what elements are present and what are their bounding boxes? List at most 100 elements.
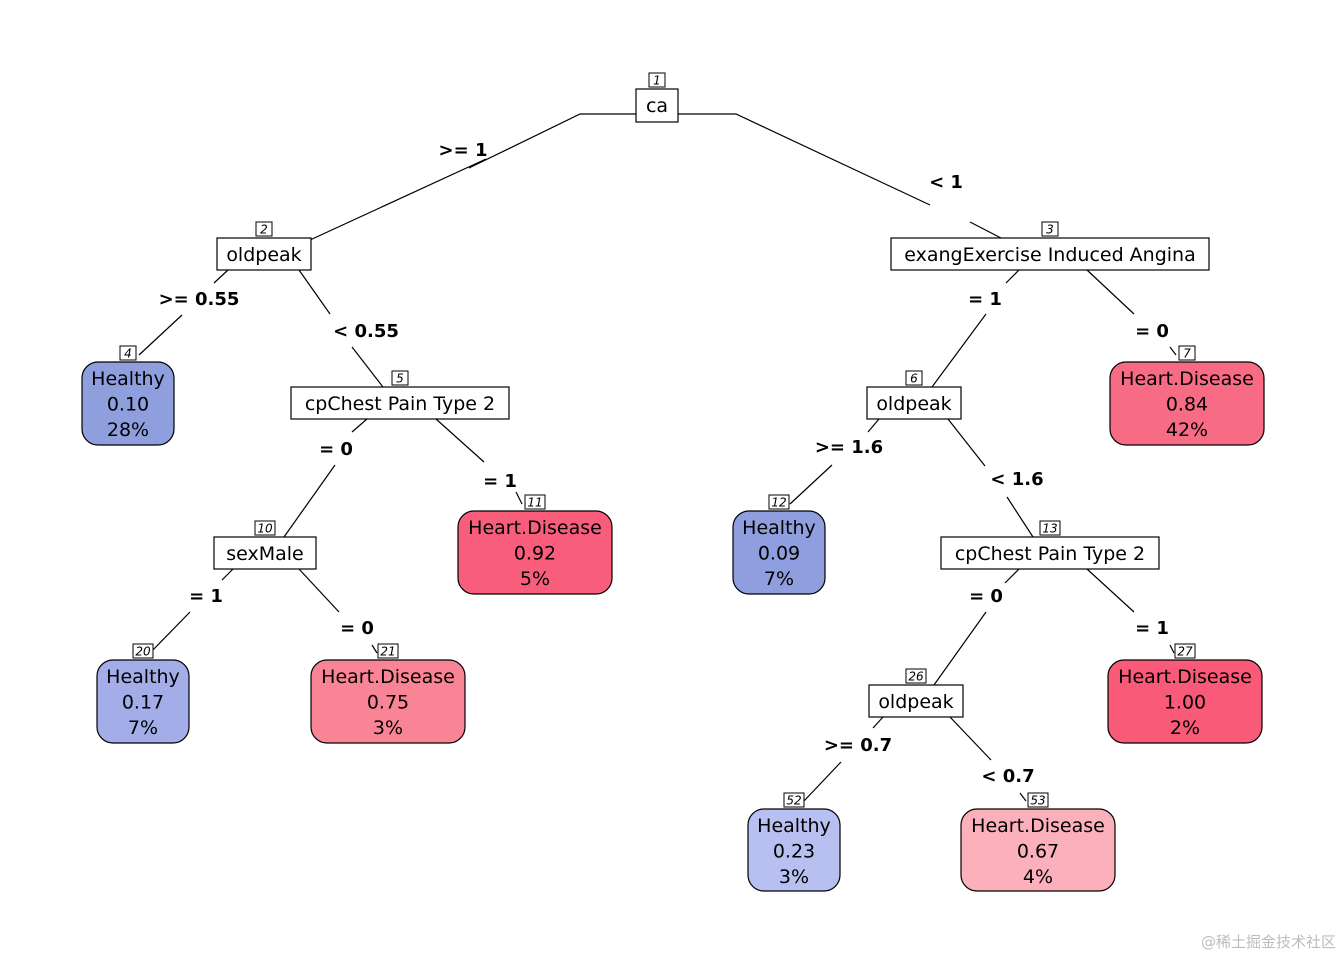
edge-6-12-lower xyxy=(789,464,833,505)
edge-26-53 xyxy=(949,716,992,761)
edge-10-20-lower xyxy=(149,611,191,654)
node-id-box xyxy=(648,72,666,88)
leaf-class-label: Healthy xyxy=(757,815,831,837)
node-id-label: 12 xyxy=(771,496,786,510)
split-node-1: ca1 xyxy=(635,72,679,123)
split-node-26: oldpeak 26 xyxy=(868,668,964,718)
node-id-label: 52 xyxy=(786,794,801,808)
split-label: cpChest Pain Type 2 xyxy=(955,543,1145,565)
node-id-box xyxy=(391,370,409,386)
leaf-class-label: Heart.Disease xyxy=(1118,666,1252,688)
leaf-box xyxy=(732,510,826,595)
node-id-box xyxy=(905,668,927,684)
edge-label-26-52: >= 0.7 xyxy=(824,735,892,756)
edge-label-2-5: < 0.55 xyxy=(333,321,399,342)
leaf-class-label: Healthy xyxy=(91,368,165,390)
leaf-percentage: 28% xyxy=(107,419,149,441)
edge-3-6-lower xyxy=(931,313,987,388)
edge-1-3 xyxy=(678,113,931,206)
edge-label-13-27: = 1 xyxy=(1135,618,1169,639)
node-id-label: 3 xyxy=(1046,223,1054,237)
node-id-box xyxy=(1174,643,1196,659)
edge-2-4-lower xyxy=(138,314,183,356)
node-id-box xyxy=(1039,520,1061,536)
edges-layer xyxy=(138,113,1177,802)
edge-labels-layer: >= 1< 1>= 0.55< 0.55= 0= 1= 1= 0= 1= 0>=… xyxy=(159,140,1169,787)
leaf-probability: 1.00 xyxy=(1164,692,1206,714)
leaf-percentage: 2% xyxy=(1170,717,1200,739)
edge-26-53-lower xyxy=(1019,792,1027,802)
split-label: sexMale xyxy=(226,543,304,565)
edge-26-52-lower xyxy=(803,761,842,802)
leaf-box xyxy=(310,659,466,744)
node-id-label: 1 xyxy=(653,74,661,88)
node-id-box xyxy=(524,494,546,510)
split-label: oldpeak xyxy=(226,244,301,266)
leaf-probability: 0.84 xyxy=(1166,394,1208,416)
node-id-label: 26 xyxy=(908,670,924,684)
split-node-13: cpChest Pain Type 213 xyxy=(940,520,1160,570)
node-id-box xyxy=(132,643,154,659)
node-id-box xyxy=(905,370,923,386)
node-id-label: 5 xyxy=(396,372,404,386)
edge-10-21-lower xyxy=(371,644,378,654)
leaf-probability: 0.10 xyxy=(107,394,149,416)
leaf-percentage: 5% xyxy=(520,568,550,590)
leaf-probability: 0.75 xyxy=(367,692,409,714)
edge-label-10-21: = 0 xyxy=(340,618,374,639)
edge-label-3-7: = 0 xyxy=(1135,321,1169,342)
leaf-class-label: Heart.Disease xyxy=(468,517,602,539)
leaf-percentage: 3% xyxy=(779,866,809,888)
split-box xyxy=(866,386,962,420)
edge-label-6-13: < 1.6 xyxy=(990,469,1043,490)
node-id-label: 11 xyxy=(527,496,542,510)
split-box xyxy=(213,536,317,570)
edge-13-27 xyxy=(1086,568,1135,613)
node-id-box xyxy=(783,792,805,808)
leaf-class-label: Healthy xyxy=(742,517,816,539)
edge-6-13 xyxy=(947,418,986,467)
edge-5-11-lower xyxy=(515,491,523,505)
node-id-box xyxy=(1178,345,1196,361)
split-node-10: sexMale 10 xyxy=(213,520,317,570)
edge-13-26-lower xyxy=(933,611,987,686)
edge-5-10 xyxy=(351,418,368,433)
edge-2-4 xyxy=(213,269,229,284)
leaf-box xyxy=(1109,361,1265,446)
node-id-label: 10 xyxy=(257,522,273,536)
watermark: @稀土掘金技术社区 xyxy=(1200,933,1336,951)
edge-3-7-lower xyxy=(1169,346,1177,356)
edge-3-6 xyxy=(1005,269,1020,284)
leaf-percentage: 7% xyxy=(764,568,794,590)
edge-3-7 xyxy=(1086,269,1135,315)
edge-26-52 xyxy=(872,716,884,729)
leaf-box xyxy=(1107,659,1263,744)
split-box xyxy=(940,536,1160,570)
node-id-box xyxy=(119,345,137,361)
edge-label-5-10: = 0 xyxy=(319,439,353,460)
leaf-probability: 0.92 xyxy=(514,543,556,565)
node-id-box xyxy=(1027,792,1049,808)
split-label: oldpeak xyxy=(878,691,953,713)
leaf-box xyxy=(747,808,841,892)
split-box xyxy=(635,88,679,123)
leaf-class-label: Heart.Disease xyxy=(1120,368,1254,390)
edge-label-3-6: = 1 xyxy=(968,289,1002,310)
split-box xyxy=(216,237,312,271)
leaf-node-11: Heart.Disease 0.92 5% 11 xyxy=(457,494,613,595)
edge-label-6-12: >= 1.6 xyxy=(815,437,883,458)
node-id-label: 7 xyxy=(1183,347,1191,361)
edge-5-10-lower xyxy=(283,464,336,538)
leaf-percentage: 3% xyxy=(373,717,403,739)
node-id-label: 20 xyxy=(135,645,151,659)
node-id-box xyxy=(377,643,399,659)
edge-1-2 xyxy=(468,113,637,169)
edge-6-13-lower xyxy=(1006,496,1034,538)
leaf-percentage: 42% xyxy=(1166,419,1208,441)
